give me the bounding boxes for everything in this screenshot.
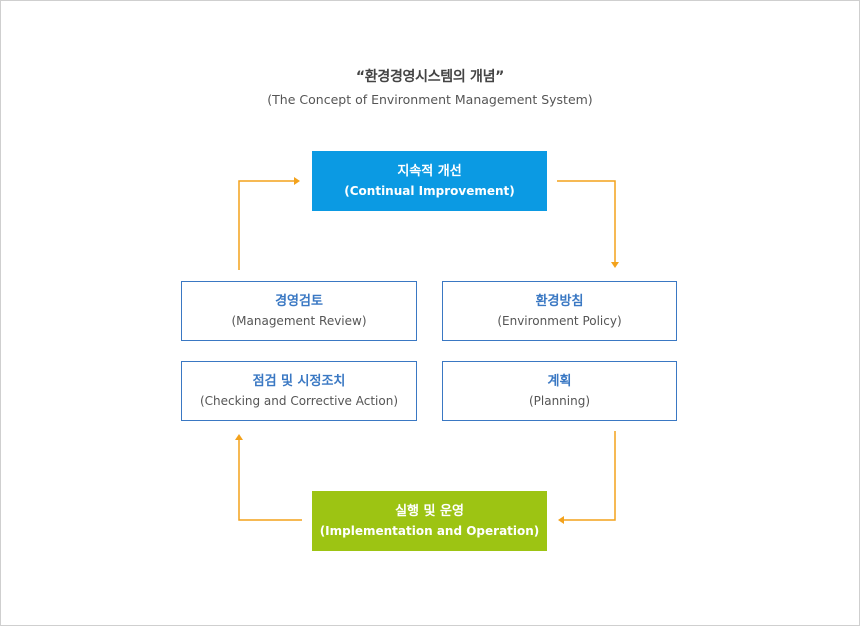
- step-label-en: (Implementation and Operation): [319, 523, 540, 538]
- arrow-review-to-improvement: [238, 180, 294, 270]
- arrow-improvement-to-policy: [557, 180, 616, 262]
- step-label-ko: 경영검토: [275, 293, 323, 309]
- diagram-title: “환경경영시스템의 개념”: [355, 69, 505, 85]
- step-continual-improvement: 지속적 개선 (Continual Improvement): [312, 151, 547, 211]
- step-label-ko: 환경방침: [535, 293, 584, 309]
- step-label-ko: 점검 및 시정조치: [252, 373, 346, 389]
- step-checking-corrective-action: 점검 및 시정조치 (Checking and Corrective Actio…: [181, 361, 417, 421]
- step-management-review: 경영검토 (Management Review): [181, 281, 417, 341]
- step-label-en: (Environment Policy): [497, 313, 622, 328]
- arrow-planning-to-operation: [564, 431, 616, 521]
- step-environment-policy: 환경방침 (Environment Policy): [442, 281, 677, 341]
- step-label-ko: 실행 및 운영: [395, 503, 464, 519]
- arrowhead-left: [558, 516, 564, 524]
- step-label-en: (Checking and Corrective Action): [199, 393, 399, 408]
- step-label-en: (Management Review): [231, 313, 367, 328]
- arrowhead-up: [235, 434, 243, 440]
- step-label-ko: 계획: [547, 373, 572, 389]
- arrowhead-right: [294, 177, 300, 185]
- arrowhead-down: [611, 262, 619, 268]
- step-label-en: (Continual Improvement): [344, 183, 515, 198]
- step-implementation-operation: 실행 및 운영 (Implementation and Operation): [312, 491, 547, 551]
- arrow-operation-to-checking: [238, 440, 302, 521]
- step-label-en: (Planning): [528, 393, 591, 408]
- step-label-ko: 지속적 개선: [397, 163, 462, 179]
- diagram-subtitle: (The Concept of Environment Management S…: [267, 92, 593, 107]
- step-planning: 계획 (Planning): [442, 361, 677, 421]
